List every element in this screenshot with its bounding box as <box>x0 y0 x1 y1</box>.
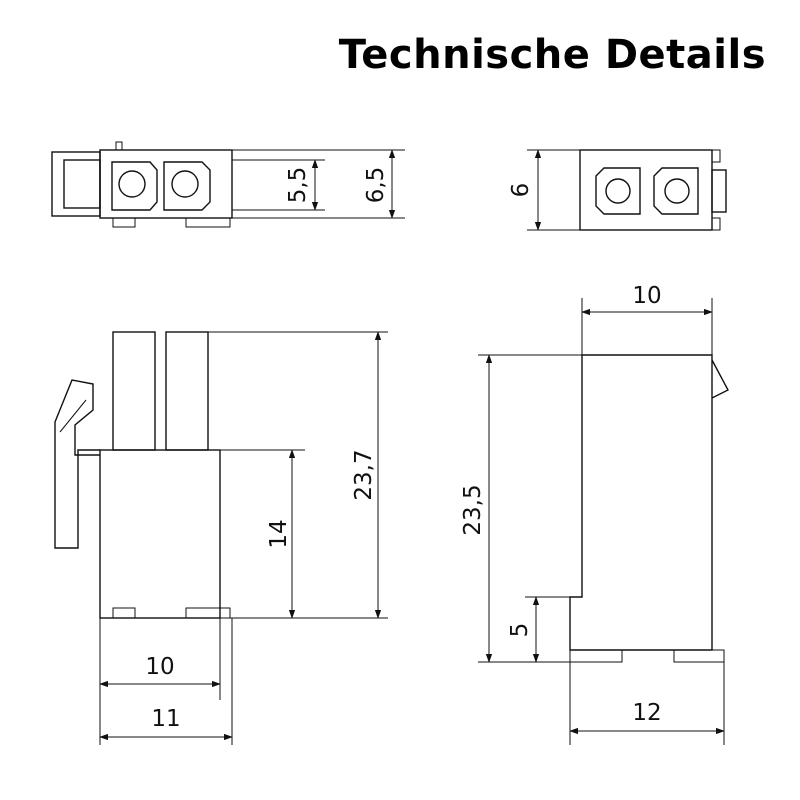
dimension-label: 12 <box>632 700 661 726</box>
dimension-label: 23,5 <box>460 484 486 535</box>
dimension-label: 23,7 <box>351 449 377 500</box>
dimension-label: 10 <box>632 283 661 309</box>
dimension-label: 11 <box>151 706 180 732</box>
dimension-10-right: 10 <box>581 283 713 316</box>
cavity-right <box>653 167 699 215</box>
dimension-label: 14 <box>266 519 292 548</box>
dimension-label: 5,5 <box>285 167 311 204</box>
dimension-label: 6 <box>508 183 534 198</box>
dimension-14: 14 <box>266 449 296 619</box>
dimension-label: 5 <box>507 623 533 638</box>
dimension-6-5: 6,5 <box>363 149 396 219</box>
side-view <box>54 331 388 745</box>
cavity-left <box>595 167 641 215</box>
dimension-11: 11 <box>99 706 233 741</box>
dimension-10-left: 10 <box>99 654 221 688</box>
dimension-5: 5 <box>507 596 540 663</box>
dimension-label: 10 <box>145 654 174 680</box>
page-title: Technische Details <box>338 32 766 78</box>
dimension-6: 6 <box>508 149 542 231</box>
dimension-23-7: 23,7 <box>351 331 382 619</box>
end-view <box>527 149 727 231</box>
dimension-12: 12 <box>569 700 725 735</box>
cavity-right <box>163 161 211 211</box>
dimension-5-5: 5,5 <box>285 159 319 211</box>
dimension-label: 6,5 <box>363 167 389 204</box>
top-view <box>51 141 405 228</box>
cavity-left <box>111 161 158 211</box>
profile-view <box>478 298 729 745</box>
dimension-23-5: 23,5 <box>460 354 493 663</box>
